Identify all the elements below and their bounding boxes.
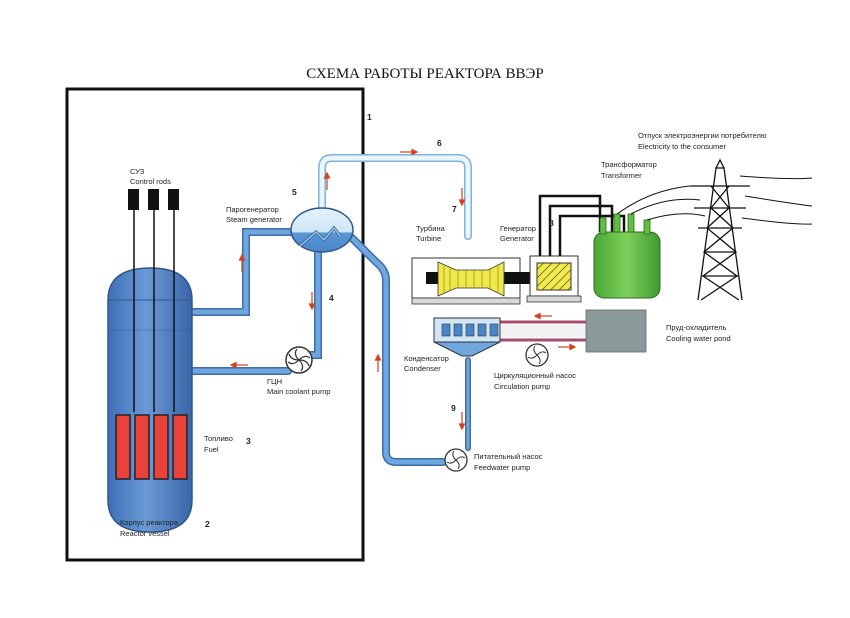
number-9: 9: [451, 403, 456, 413]
condenser: [433, 317, 501, 357]
number-6: 6: [437, 138, 442, 148]
cooling-water-piping: [500, 320, 586, 342]
flow-arrow-feedwater-up: [374, 353, 382, 372]
cooling-water-pond: [585, 309, 647, 353]
label-feedwater-pump-en: Feedwater pump: [474, 463, 530, 472]
flow-arrow-steam-up: [323, 171, 331, 190]
label-vessel-en: Reactor vessel: [120, 529, 170, 538]
number-1: 1: [367, 112, 372, 122]
generator: [526, 255, 582, 303]
containment-boundary: [65, 87, 365, 562]
flow-arrow-cold-leg-down: [308, 292, 316, 311]
label-main-pump-ru: ГЦН: [267, 377, 282, 386]
label-fuel-en: Fuel: [204, 445, 219, 454]
flow-arrow-hot-leg-up: [238, 253, 246, 272]
label-main-pump-en: Main coolant pump: [267, 387, 330, 396]
label-turbine-ru: Турбина: [416, 224, 446, 233]
label-vessel-ru: Корпус реактора: [120, 518, 179, 527]
label-steam-generator-ru: Парогенератор: [226, 205, 279, 214]
label-generator-en: Generator: [500, 234, 534, 243]
label-condenser-en: Condenser: [404, 364, 441, 373]
label-electricity-en: Electricity to the consumer: [638, 142, 726, 151]
secondary-circuit-piping: [318, 154, 472, 466]
label-fuel-ru: Топливо: [204, 434, 233, 443]
label-generator-ru: Генератор: [500, 224, 536, 233]
primary-circuit-piping: [186, 228, 322, 375]
flow-arrow-return-left: [229, 361, 248, 369]
number-7: 7: [452, 204, 457, 214]
steam-generator: [290, 207, 354, 253]
label-condenser-ru: Конденсатор: [404, 354, 449, 363]
flow-arrow-cooling-right: [558, 343, 577, 351]
power-lines: [616, 175, 813, 225]
label-transformer-en: Transformer: [601, 171, 642, 180]
diagram-title: СХЕМА РАБОТЫ РЕАКТОРА ВВЭР: [306, 66, 544, 82]
label-feedwater-pump-ru: Питательный насос: [474, 452, 543, 461]
label-steam-generator-en: Steam generator: [226, 215, 282, 224]
label-pond-ru: Пруд-охладитель: [666, 323, 726, 332]
flow-arrow-cooling-left: [533, 312, 552, 320]
main-coolant-pump: [285, 346, 313, 374]
flow-arrow-drain-down: [458, 412, 466, 431]
label-pond-en: Cooling water pond: [666, 334, 731, 343]
transformer: [593, 213, 661, 299]
label-circulation-pump-en: Circulation pump: [494, 382, 550, 391]
label-control-rods-ru: СУЗ: [130, 167, 145, 176]
number-3: 3: [246, 436, 251, 446]
flow-arrow-turbine-down: [458, 188, 466, 207]
label-turbine-en: Turbine: [416, 234, 441, 243]
feedwater-pump: [444, 448, 468, 472]
fuel-assemblies: [115, 414, 188, 480]
label-control-rods-en: Control rods: [130, 177, 171, 186]
number-8: 8: [549, 218, 554, 228]
flow-arrow-steam-right: [400, 148, 419, 156]
number-4: 4: [329, 293, 334, 303]
label-circulation-pump-ru: Циркуляционный насос: [494, 371, 576, 380]
reactor-vessel: [107, 267, 193, 533]
label-transformer-ru: Трансформатор: [601, 160, 657, 169]
flow-arrows: [229, 148, 577, 431]
circulation-pump: [525, 343, 549, 367]
transmission-tower: [690, 158, 750, 301]
generator-busbars: [538, 194, 626, 256]
control-rods: [128, 189, 179, 412]
label-electricity-ru: Отпуск электроэнергии потребителю: [638, 131, 767, 140]
number-2: 2: [205, 519, 210, 529]
number-5: 5: [292, 187, 297, 197]
